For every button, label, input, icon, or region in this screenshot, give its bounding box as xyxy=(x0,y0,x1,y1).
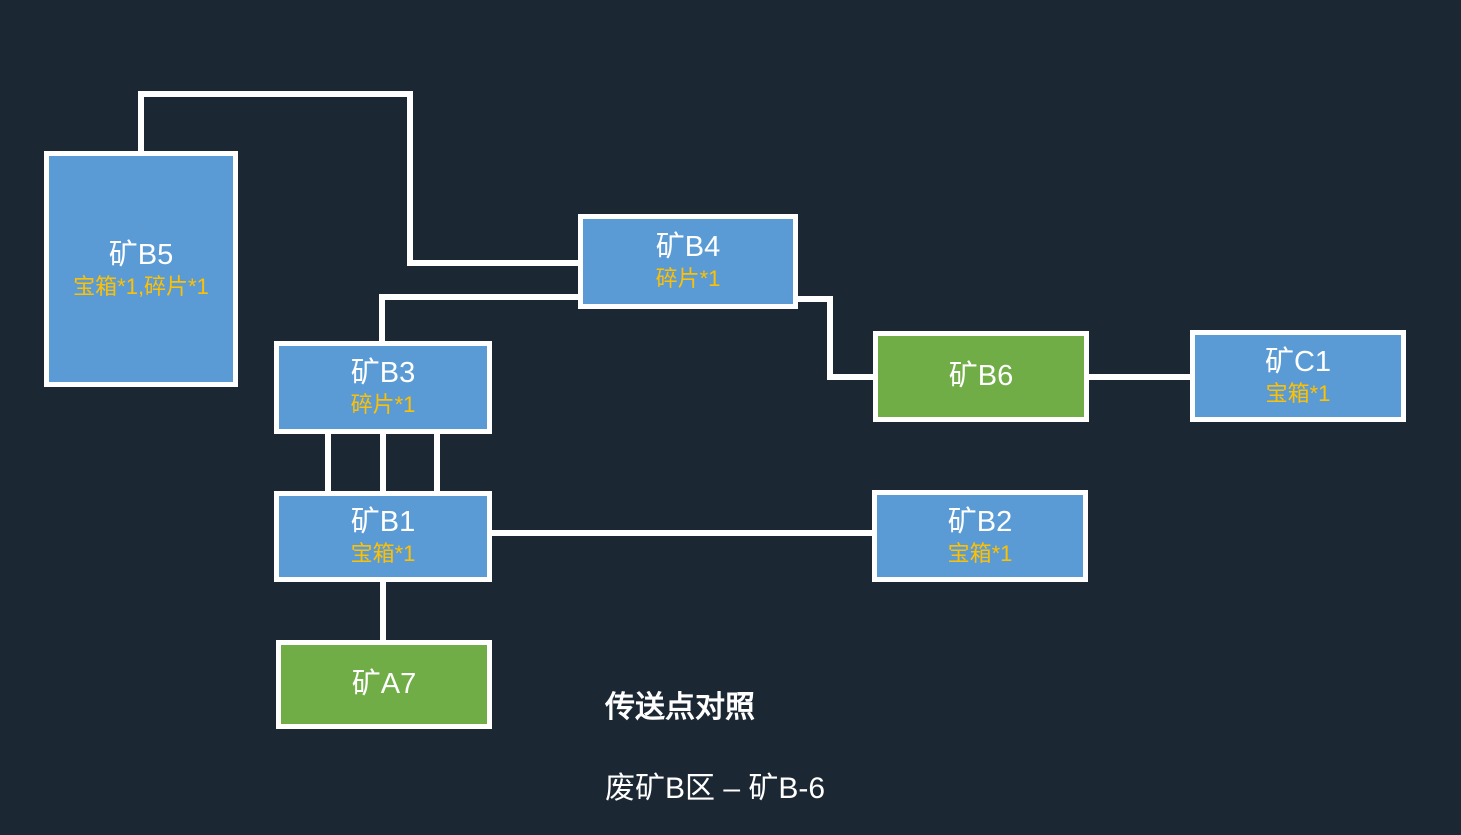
connector-b3-b1-left xyxy=(325,432,331,492)
node-mine-a7-label: 矿A7 xyxy=(351,668,417,701)
node-mine-b1-reward: 宝箱*1 xyxy=(350,541,416,567)
connector-b6-c1 xyxy=(1088,374,1190,380)
node-mine-b2-label: 矿B2 xyxy=(947,505,1013,538)
node-mine-b2: 矿B2 宝箱*1 xyxy=(872,490,1088,582)
connector-b1-b2 xyxy=(490,530,872,536)
connector-b3-b1-middle xyxy=(380,432,386,492)
node-mine-c1-label: 矿C1 xyxy=(1264,345,1332,378)
caption-area-name: 废矿B区 – 矿B-6 xyxy=(605,772,826,805)
node-mine-b5: 矿B5 宝箱*1,碎片*1 xyxy=(44,151,238,387)
node-mine-b1: 矿B1 宝箱*1 xyxy=(274,491,492,582)
node-mine-b4-reward: 碎片*1 xyxy=(655,266,721,292)
connector-b1-a7 xyxy=(380,580,386,642)
connector-b5-b4-drop xyxy=(407,91,413,266)
connector-b5-b4-top xyxy=(138,91,413,97)
node-mine-b5-label: 矿B5 xyxy=(108,238,174,271)
connector-b4-b6-drop xyxy=(827,296,833,378)
node-mine-c1-reward: 宝箱*1 xyxy=(1265,380,1331,406)
node-mine-b4: 矿B4 碎片*1 xyxy=(578,214,798,309)
connector-b5-b4-riser xyxy=(138,91,144,153)
node-mine-b4-label: 矿B4 xyxy=(655,231,721,264)
connector-b3-b4-riser xyxy=(379,294,385,342)
node-mine-b3-reward: 碎片*1 xyxy=(350,392,416,418)
connector-b5-b4-entry xyxy=(407,260,578,266)
node-mine-b3: 矿B3 碎片*1 xyxy=(274,341,492,434)
node-mine-b6-label: 矿B6 xyxy=(948,360,1014,393)
connector-b3-b4-entry xyxy=(379,294,578,300)
node-mine-b1-label: 矿B1 xyxy=(350,506,416,539)
node-mine-b3-label: 矿B3 xyxy=(350,357,416,390)
node-mine-b2-reward: 宝箱*1 xyxy=(947,540,1013,566)
node-mine-b6: 矿B6 xyxy=(873,331,1089,422)
node-mine-b5-reward: 宝箱*1,碎片*1 xyxy=(73,273,209,299)
connector-b3-b1-right xyxy=(434,432,440,492)
node-mine-a7: 矿A7 xyxy=(276,640,492,729)
node-mine-c1: 矿C1 宝箱*1 xyxy=(1190,330,1406,422)
connector-b4-b6-exit xyxy=(797,296,833,302)
connector-b4-b6-entry xyxy=(827,374,873,380)
caption-teleport-reference: 传送点对照 xyxy=(605,691,755,724)
